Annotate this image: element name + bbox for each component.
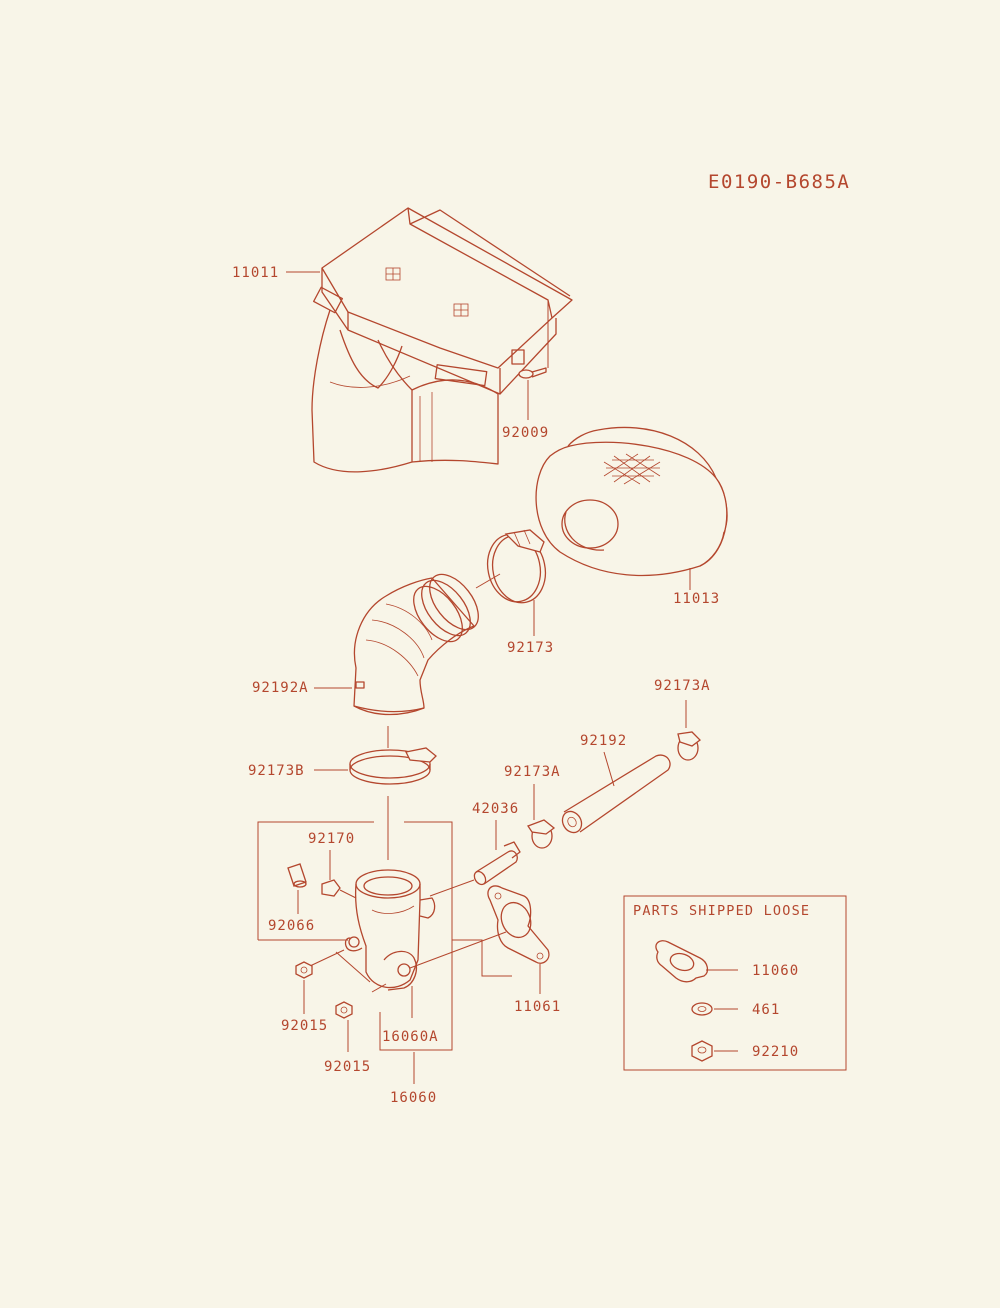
pipe-42036: [473, 841, 521, 886]
label-92170: 92170: [308, 831, 355, 847]
label-11061: 11061: [514, 999, 561, 1015]
nut-92015-a: [295, 961, 313, 979]
screw-92009: [518, 300, 549, 420]
intake-adapter-16060: [344, 869, 436, 991]
washer-461: [691, 1002, 713, 1016]
label-92192A: 92192A: [252, 680, 309, 696]
nut-92210: [691, 1040, 713, 1062]
label-92210: 92210: [752, 1044, 799, 1060]
label-11011: 11011: [232, 265, 279, 281]
diagram-code: E0190-B685A: [708, 171, 850, 193]
clamp-92173A-top: [677, 731, 701, 761]
elbow-hose-92192A: [353, 573, 479, 716]
clamp-92173B: [349, 747, 437, 785]
air-filter-element: [535, 426, 728, 577]
clamp-92173: [486, 529, 547, 604]
pin-92066: [287, 863, 307, 888]
label-16060: 16060: [390, 1090, 437, 1106]
parts-shipped-loose-box: PARTS SHIPPED LOOSE 11060 461 92210: [623, 895, 847, 1071]
loose-box-title: PARTS SHIPPED LOOSE: [633, 903, 810, 919]
label-16060A: 16060A: [382, 1029, 439, 1045]
nut-92015-b: [335, 1001, 353, 1019]
label-92015-b: 92015: [324, 1059, 371, 1075]
clamp-92173A-mid: [527, 819, 556, 849]
label-92009: 92009: [502, 425, 549, 441]
hose-92192: [561, 754, 671, 834]
label-92173A-mid: 92173A: [504, 764, 561, 780]
label-92173: 92173: [507, 640, 554, 656]
label-92066: 92066: [268, 918, 315, 934]
label-461: 461: [752, 1002, 780, 1018]
label-92173B: 92173B: [248, 763, 305, 779]
label-42036: 42036: [472, 801, 519, 817]
label-92015-a: 92015: [281, 1018, 328, 1034]
label-92173A-top: 92173A: [654, 678, 711, 694]
label-11013: 11013: [673, 591, 720, 607]
label-92192: 92192: [580, 733, 627, 749]
grommet-92170: [321, 879, 357, 899]
gasket-11060: [655, 940, 709, 983]
label-11060: 11060: [752, 963, 799, 979]
gasket-11061: [487, 885, 550, 964]
